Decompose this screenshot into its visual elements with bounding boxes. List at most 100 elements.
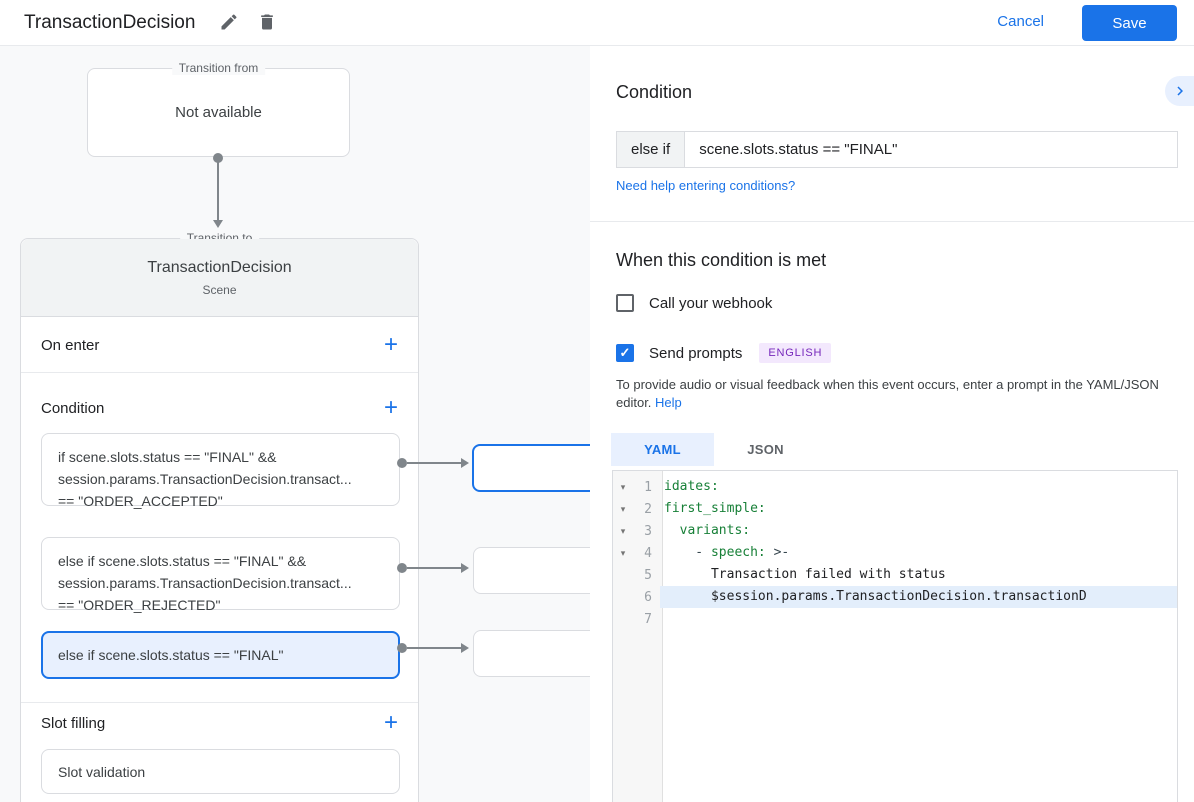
collapse-panel-button[interactable] <box>1165 76 1194 106</box>
transition-from-box: Transition from Not available <box>87 61 350 157</box>
save-button[interactable]: Save <box>1082 5 1177 41</box>
connector-line <box>217 158 219 220</box>
scene-card-header[interactable]: TransactionDecision Scene <box>21 239 418 317</box>
transition-to-card: Transition to TransactionDecision Scene … <box>20 231 419 802</box>
code-token: idates: <box>664 479 719 494</box>
when-condition-met-title: When this condition is met <box>616 250 827 270</box>
code-token: variants: <box>664 523 751 538</box>
condition-prefix-label: else if <box>616 131 686 168</box>
condition-item-3-selected[interactable]: else if scene.slots.status == "FINAL" <box>41 631 400 679</box>
line-number: 1 <box>644 479 652 495</box>
section-on-enter[interactable]: On enter + <box>21 318 418 373</box>
code-token: >- <box>765 545 790 560</box>
code-line-3[interactable]: ▾ 3 variants: <box>613 520 1177 542</box>
slot-validation-item[interactable]: Slot validation <box>41 749 400 794</box>
on-enter-label: On enter <box>41 336 100 354</box>
condition-label: Condition <box>41 399 105 417</box>
fold-arrow-icon[interactable]: ▾ <box>620 481 626 492</box>
condition-line: session.params.TransactionDecision.trans… <box>58 575 352 591</box>
code-text <box>660 608 1177 630</box>
arrow-down-icon <box>213 220 223 228</box>
yaml-code-editor[interactable]: ▾ 1 idates: ▾ 2 first_simple: ▾ 3 varian… <box>612 470 1178 802</box>
arrow-right-icon <box>461 563 469 573</box>
section-condition[interactable]: Condition + <box>21 386 418 430</box>
page-title: TransactionDecision <box>24 12 196 33</box>
section-slot-filling[interactable]: Slot filling + <box>21 701 418 745</box>
line-number: 4 <box>644 545 652 561</box>
condition-item-2[interactable]: else if scene.slots.status == "FINAL" &&… <box>41 537 400 613</box>
editor-rows: ▾ 1 idates: ▾ 2 first_simple: ▾ 3 varian… <box>613 476 1177 630</box>
code-line-1[interactable]: ▾ 1 idates: <box>613 476 1177 498</box>
connector-dot <box>397 458 407 468</box>
transition-target-box-1[interactable] <box>472 444 590 492</box>
arrow-right-icon <box>461 643 469 653</box>
flow-canvas[interactable]: Transition from Not available Transition… <box>0 46 590 802</box>
line-number: 5 <box>644 567 652 583</box>
line-number: 6 <box>644 589 652 605</box>
condition-expression-row: else if <box>616 131 1178 168</box>
panel-divider <box>590 221 1194 222</box>
code-line-5[interactable]: 5 Transaction failed with status <box>613 564 1177 586</box>
connector-line <box>407 462 462 464</box>
condition-line: else if scene.slots.status == "FINAL" && <box>58 553 307 569</box>
condition-line: else if scene.slots.status == "FINAL" <box>58 647 284 663</box>
transition-target-box-3[interactable] <box>473 630 590 677</box>
condition-line: if scene.slots.status == "FINAL" && <box>58 449 277 465</box>
transition-from-legend: Transition from <box>171 61 266 75</box>
connector-line <box>407 647 462 649</box>
code-line-4[interactable]: ▾ 4 - speech: >- <box>613 542 1177 564</box>
transition-target-box-2[interactable] <box>473 547 590 594</box>
add-icon[interactable]: + <box>383 331 398 358</box>
code-token: Transaction failed with status <box>664 567 946 582</box>
fold-arrow-icon[interactable]: ▾ <box>620 547 626 558</box>
editor-gutter <box>613 471 663 802</box>
scene-subtitle: Scene <box>202 282 237 297</box>
webhook-checkbox[interactable] <box>616 294 634 312</box>
edit-icon[interactable] <box>219 12 239 32</box>
transition-from-content: Not available <box>175 104 262 121</box>
top-bar: TransactionDecision Cancel Save <box>0 0 1194 46</box>
checkmark-icon: ✓ <box>619 345 631 360</box>
fold-arrow-icon[interactable]: ▾ <box>620 525 626 536</box>
code-token: $session.params.TransactionDecision.tran… <box>664 589 1087 604</box>
send-prompts-row[interactable]: ✓ Send prompts ENGLISH <box>616 343 832 363</box>
code-line-6-highlighted[interactable]: 6 $session.params.TransactionDecision.tr… <box>613 586 1177 608</box>
add-icon[interactable]: + <box>383 394 398 421</box>
webhook-label: Call your webhook <box>649 294 773 312</box>
fold-arrow-icon[interactable]: ▾ <box>620 503 626 514</box>
condition-line: == "ORDER_ACCEPTED" <box>58 493 223 509</box>
delete-icon[interactable] <box>257 12 277 32</box>
slot-filling-label: Slot filling <box>41 714 106 732</box>
condition-line: == "ORDER_REJECTED" <box>58 597 221 613</box>
condition-detail-panel: Condition else if Need help entering con… <box>590 46 1194 802</box>
code-token: speech: <box>710 545 766 560</box>
send-prompts-checkbox[interactable]: ✓ <box>616 344 634 362</box>
panel-title: Condition <box>616 82 693 102</box>
condition-line: session.params.TransactionDecision.trans… <box>58 471 352 487</box>
connector-dot <box>397 563 407 573</box>
tab-json[interactable]: JSON <box>747 442 784 457</box>
language-badge: ENGLISH <box>759 343 832 363</box>
code-text: idates: <box>660 476 1177 498</box>
prompts-description: To provide audio or visual feedback when… <box>616 376 1182 412</box>
arrow-right-icon <box>461 458 469 468</box>
tab-yaml[interactable]: YAML <box>611 433 714 466</box>
call-webhook-row[interactable]: Call your webhook <box>616 294 772 312</box>
code-line-2[interactable]: ▾ 2 first_simple: <box>613 498 1177 520</box>
code-text: first_simple: <box>660 498 1177 520</box>
line-number: 2 <box>644 501 652 517</box>
send-prompts-label: Send prompts <box>649 344 743 362</box>
conditions-help-link[interactable]: Need help entering conditions? <box>616 178 796 193</box>
add-icon[interactable]: + <box>383 709 398 736</box>
chevron-right-icon <box>1176 86 1183 96</box>
code-line-7[interactable]: 7 <box>613 608 1177 630</box>
code-text-highlighted: $session.params.TransactionDecision.tran… <box>660 586 1177 608</box>
cancel-button[interactable]: Cancel <box>997 13 1044 30</box>
code-text: Transaction failed with status <box>660 564 1177 586</box>
line-number: 3 <box>644 523 652 539</box>
code-text: - speech: >- <box>660 542 1177 564</box>
condition-expression-input[interactable] <box>685 131 1178 168</box>
condition-item-1[interactable]: if scene.slots.status == "FINAL" && sess… <box>41 433 400 509</box>
help-link[interactable]: Help <box>655 395 682 410</box>
